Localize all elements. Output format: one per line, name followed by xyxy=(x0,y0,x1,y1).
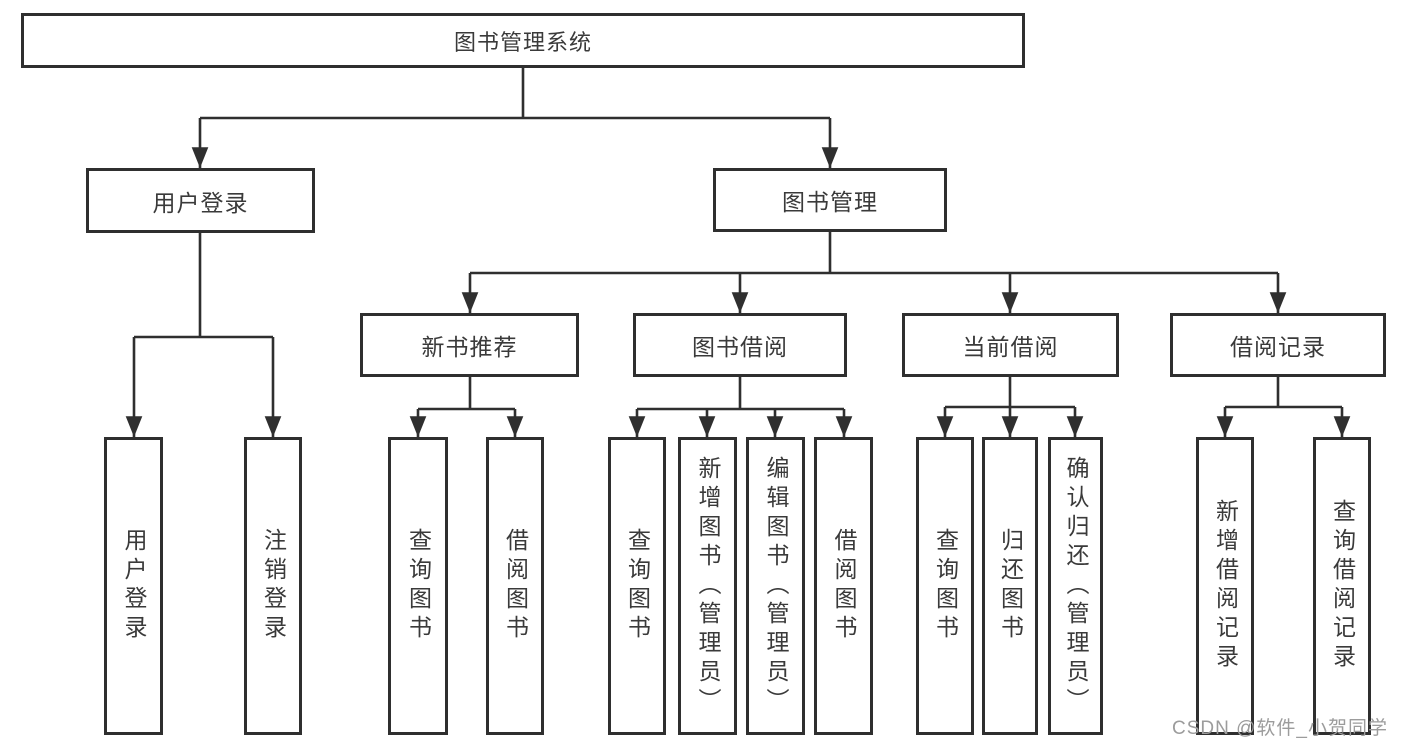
leaf-edit-book-admin: 编辑图书（管理员） xyxy=(746,437,805,735)
node-new-book-recommend: 新书推荐 xyxy=(360,313,579,377)
leaf-return-books: 归还图书 xyxy=(982,437,1038,735)
leaf-return-books-label: 归还图书 xyxy=(997,528,1024,644)
leaf-add-borrow-record: 新增借阅记录 xyxy=(1196,437,1254,735)
leaf-query-books-2: 查询图书 xyxy=(608,437,666,735)
leaf-user-login: 用户登录 xyxy=(104,437,163,735)
leaf-query-borrow-record: 查询借阅记录 xyxy=(1313,437,1371,735)
leaf-borrow-books-1: 借阅图书 xyxy=(486,437,544,735)
leaf-logout: 注销登录 xyxy=(244,437,302,735)
leaf-confirm-return-admin: 确认归还（管理员） xyxy=(1048,437,1103,735)
node-book-management: 图书管理 xyxy=(713,168,947,232)
leaf-borrow-books-1-label: 借阅图书 xyxy=(502,528,529,644)
leaf-borrow-books-2-label: 借阅图书 xyxy=(831,528,857,644)
leaf-query-books-1-label: 查询图书 xyxy=(405,528,432,644)
leaf-query-books-1: 查询图书 xyxy=(388,437,448,735)
node-borrowing-records: 借阅记录 xyxy=(1170,313,1386,377)
leaf-logout-label: 注销登录 xyxy=(260,528,287,644)
leaf-add-book-admin-label: 新增图书（管理员） xyxy=(695,455,721,717)
node-user-login: 用户登录 xyxy=(86,168,315,233)
leaf-user-login-label: 用户登录 xyxy=(121,528,147,644)
leaf-query-books-3-label: 查询图书 xyxy=(932,528,959,644)
leaf-query-books-2-label: 查询图书 xyxy=(624,528,651,644)
node-library-management-system: 图书管理系统 xyxy=(21,13,1025,68)
leaf-query-books-3: 查询图书 xyxy=(916,437,974,735)
leaf-add-borrow-record-label: 新增借阅记录 xyxy=(1212,499,1239,673)
csdn-watermark: CSDN @软件_小贺同学 xyxy=(1172,718,1388,739)
node-current-borrowing: 当前借阅 xyxy=(902,313,1119,377)
leaf-add-book-admin: 新增图书（管理员） xyxy=(678,437,737,735)
node-book-borrowing: 图书借阅 xyxy=(633,313,847,377)
leaf-borrow-books-2: 借阅图书 xyxy=(814,437,873,735)
leaf-confirm-return-admin-label: 确认归还（管理员） xyxy=(1063,455,1089,717)
leaf-query-borrow-record-label: 查询借阅记录 xyxy=(1329,499,1356,673)
leaf-edit-book-admin-label: 编辑图书（管理员） xyxy=(763,455,789,717)
